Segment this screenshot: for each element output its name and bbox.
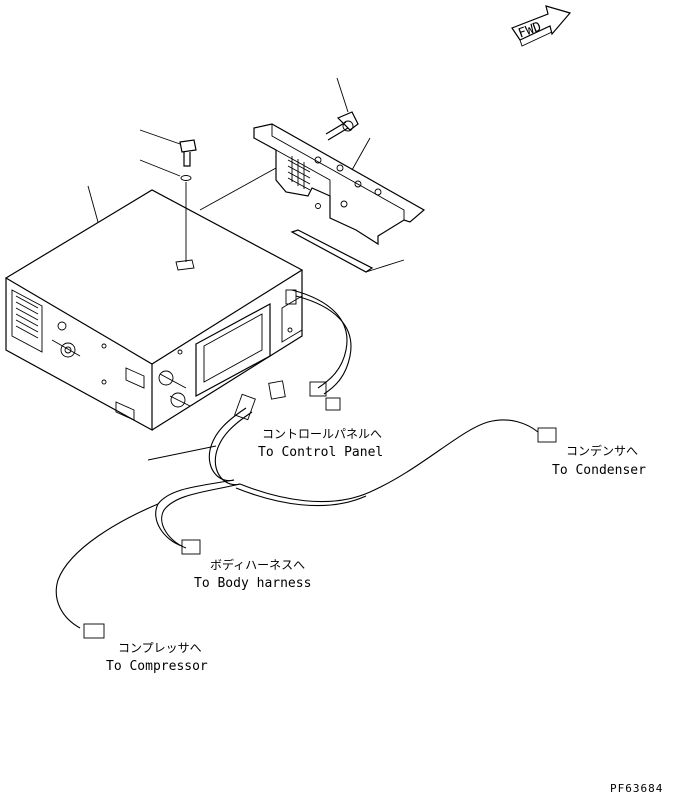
wing-bolt — [325, 77, 359, 141]
label-condenser-jp: コンデンサへ — [566, 443, 638, 458]
label-control-panel-en: To Control Panel — [258, 445, 383, 460]
label-compressor-jp: コンプレッサへ — [118, 641, 202, 655]
bracket-mesh — [287, 156, 311, 191]
label-body-harness-jp: ボディハーネスへ — [210, 557, 305, 572]
label-condenser-en: To Condenser — [552, 463, 646, 478]
unit-left-panel — [11, 289, 145, 421]
label-body-harness-en: To Body harness — [194, 576, 311, 591]
label-condenser: コンデンサへ To Condenser — [552, 443, 646, 478]
figure-id: PF63684 — [610, 782, 663, 795]
label-control-panel: コントロールパネルへ To Control Panel — [258, 427, 383, 460]
bolt-and-washer — [139, 129, 197, 271]
label-compressor: コンプレッサへ To Compressor — [106, 641, 208, 674]
air-conditioner-unit — [4, 167, 304, 432]
label-compressor-en: To Compressor — [106, 659, 208, 674]
label-control-panel-jp: コントロールパネルへ — [262, 427, 382, 441]
mounting-bracket — [253, 123, 426, 246]
label-body-harness: ボディハーネスへ To Body harness — [194, 557, 311, 591]
rubber-strip — [290, 229, 405, 273]
unit-front-ports — [158, 289, 303, 408]
fwd-arrow-badge: FWD — [511, 5, 572, 47]
fwd-label: FWD — [516, 19, 543, 41]
unit-front-display — [195, 302, 271, 398]
wire-harness — [55, 289, 557, 639]
